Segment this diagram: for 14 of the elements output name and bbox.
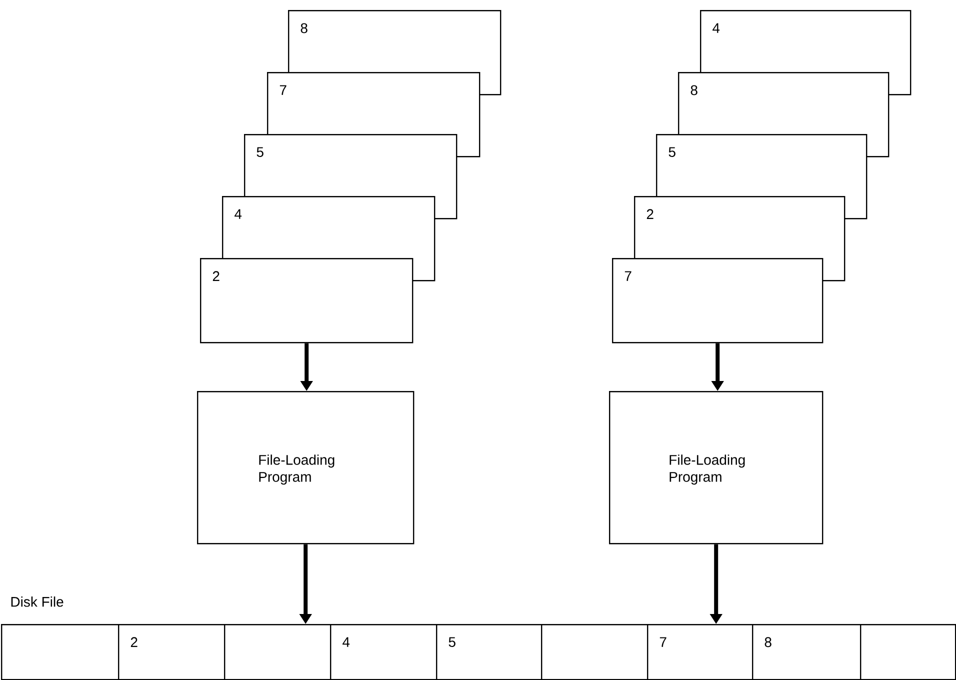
card-box: 7 — [612, 258, 824, 344]
program-box: File-Loading Program — [197, 391, 414, 544]
file-cell — [860, 624, 956, 680]
file-cell — [541, 624, 648, 680]
card-box: 2 — [200, 258, 414, 344]
file-cell: 8 — [752, 624, 862, 680]
program-box: File-Loading Program — [609, 391, 824, 544]
file-cell: 4 — [330, 624, 438, 680]
file-cell: 2 — [118, 624, 226, 680]
node-label: Disk File — [11, 596, 64, 607]
file-cell — [1, 624, 120, 680]
file-cell: 5 — [436, 624, 542, 680]
file-cell: 7 — [647, 624, 754, 680]
file-cell — [224, 624, 332, 680]
